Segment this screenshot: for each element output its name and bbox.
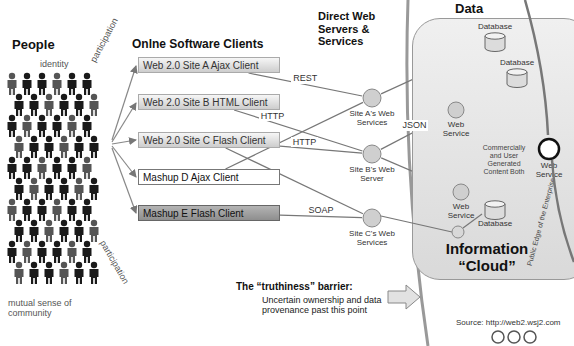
service-node: Site A's Web Services	[339, 87, 405, 128]
protocol-label: REST	[291, 73, 319, 83]
database-cylinder	[483, 32, 507, 52]
node-text: Database	[471, 220, 519, 229]
database-cylinder	[505, 68, 529, 88]
database-node: Database	[471, 23, 519, 52]
node-text: Information “Cloud”	[431, 241, 543, 274]
protocol-label: HTTP	[291, 137, 319, 147]
public-edge-curve	[525, 0, 574, 262]
protocol-label: SOAP	[306, 205, 335, 215]
note-label: Uncertain ownership and data provenance …	[262, 295, 384, 316]
node-text: Web Service	[434, 121, 478, 139]
node-text: Database	[493, 59, 541, 68]
service-node: Web Service	[434, 100, 478, 139]
client-box: Mashup D Ajax Client	[138, 169, 280, 185]
column-heading: Direct Web Servers & Services	[318, 10, 400, 48]
client-box: Mashup E Flash Client	[138, 205, 280, 221]
service-circle	[451, 182, 471, 202]
connector	[280, 215, 362, 218]
barrier-arrow	[388, 285, 420, 309]
node-text: Web 2.0 Site A Ajax Client	[143, 60, 258, 71]
node-text: Site C's Web Services	[339, 230, 405, 248]
note-label: participation	[88, 16, 120, 64]
client-box: Web 2.0 Site C Flash Client	[138, 132, 280, 148]
service-line	[463, 214, 482, 228]
service-circle	[361, 87, 383, 109]
note-label: participation	[97, 238, 130, 285]
node-text: Mashup E Flash Client	[143, 208, 244, 219]
node-text: Web Service	[439, 203, 483, 221]
node-text: Database	[471, 23, 519, 32]
note-label: Source: http://web2.wsj2.com	[456, 318, 561, 327]
service-circle	[446, 100, 466, 120]
node-text: Web Service	[527, 162, 571, 180]
node-text: Mashup D Ajax Client	[143, 172, 239, 183]
service-node: Web Service	[439, 182, 483, 221]
node-text: Web 2.0 Site B HTML Client	[143, 97, 268, 108]
note-label: mutual sense of community	[8, 298, 104, 319]
note-label: Commercially and User Generated Content …	[478, 144, 530, 176]
client-box: Web 2.0 Site A Ajax Client	[138, 57, 280, 73]
service-circle	[361, 143, 383, 165]
service-node: Site B's Web Server	[339, 143, 405, 184]
service-circle	[537, 137, 561, 161]
service-node: Web Service	[527, 137, 571, 180]
people-crowd	[8, 73, 99, 284]
column-heading: People	[12, 38, 55, 53]
node-text: Site B's Web Server	[339, 166, 405, 184]
connector	[249, 73, 363, 96]
database-cylinder	[483, 200, 507, 220]
column-heading: Data	[455, 2, 483, 17]
protocol-label: HTTP	[259, 111, 287, 121]
note-label: The “truthiness” barrier:	[236, 281, 353, 293]
service-line	[381, 216, 452, 232]
node-text: Site A's Web Services	[339, 110, 405, 128]
service-node: Site C's Web Services	[339, 207, 405, 248]
database-node: Database	[471, 200, 519, 229]
protocol-label: JSON	[400, 120, 428, 130]
database-node: Database	[493, 59, 541, 88]
node-text: Web 2.0 Site C Flash Client	[143, 135, 266, 146]
cc-logo	[492, 331, 536, 343]
client-box: Web 2.0 Site B HTML Client	[138, 94, 280, 110]
service-circle	[452, 226, 464, 238]
service-circle	[361, 207, 383, 229]
participation-arrows	[112, 66, 136, 213]
note-label: identity	[40, 59, 69, 69]
column-heading: Onlne Software Clients	[132, 38, 263, 52]
